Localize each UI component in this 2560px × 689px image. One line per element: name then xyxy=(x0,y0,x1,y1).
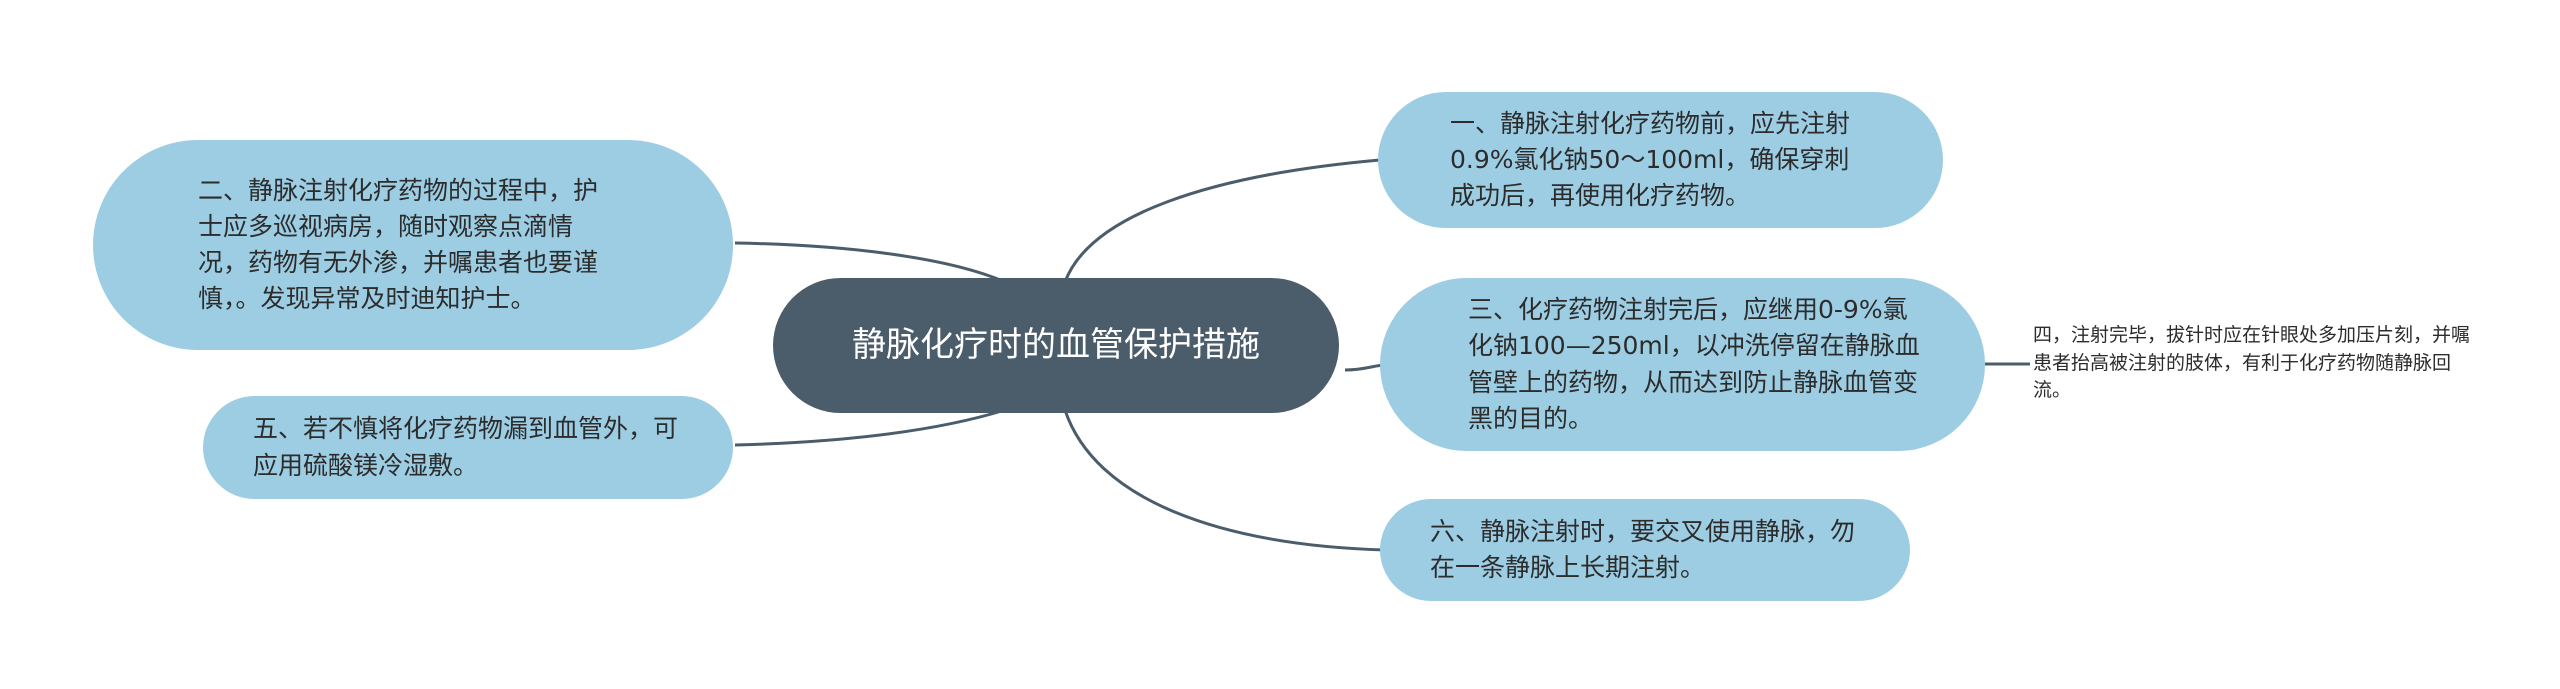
branch-node-5[interactable]: 五、若不慎将化疗药物漏到血管外，可应用硫酸镁冷湿敷。 xyxy=(203,396,733,499)
branch-node-3-child[interactable]: 四，注射完毕，拔针时应在针眼处多加压片刻，并嘱患者抬高被注射的肢体，有利于化疗药… xyxy=(2033,322,2473,405)
branch-node-6-label: 六、静脉注射时，要交叉使用静脉，勿在一条静脉上长期注射。 xyxy=(1430,516,1856,582)
connector-center-b2 xyxy=(734,241,1006,284)
branch-node-3-label: 三、化疗药物注射完后，应继用0-9%氯化钠100—250ml，以冲洗停留在静脉血… xyxy=(1468,295,1920,433)
branch-node-3[interactable]: 三、化疗药物注射完后，应继用0-9%氯化钠100—250ml，以冲洗停留在静脉血… xyxy=(1380,278,1985,451)
central-topic[interactable]: 静脉化疗时的血管保护措施 xyxy=(773,278,1339,413)
branch-node-3-child-label: 四，注射完毕，拔针时应在针眼处多加压片刻，并嘱患者抬高被注射的肢体，有利于化疗药… xyxy=(2033,324,2471,402)
branch-node-2-label: 二、静脉注射化疗药物的过程中，护士应多巡视病房，随时观察点滴情况，药物有无外渗，… xyxy=(198,175,599,314)
connector-center-b6 xyxy=(1063,409,1386,552)
branch-node-1-label: 一、静脉注射化疗药物前，应先注射0.9%氯化钠50～100ml，确保穿刺成功后，… xyxy=(1450,108,1851,211)
central-topic-label: 静脉化疗时的血管保护措施 xyxy=(852,325,1260,365)
connector-center-b1 xyxy=(1063,158,1381,283)
connector-center-b3 xyxy=(1344,363,1386,372)
branch-node-6[interactable]: 六、静脉注射时，要交叉使用静脉，勿在一条静脉上长期注射。 xyxy=(1380,499,1910,601)
branch-node-5-label: 五、若不慎将化疗药物漏到血管外，可应用硫酸镁冷湿敷。 xyxy=(253,414,679,480)
connector-center-b5 xyxy=(734,408,1006,447)
branch-node-1[interactable]: 一、静脉注射化疗药物前，应先注射0.9%氯化钠50～100ml，确保穿刺成功后，… xyxy=(1378,92,1943,228)
branch-node-2[interactable]: 二、静脉注射化疗药物的过程中，护士应多巡视病房，随时观察点滴情况，药物有无外渗，… xyxy=(93,140,733,350)
